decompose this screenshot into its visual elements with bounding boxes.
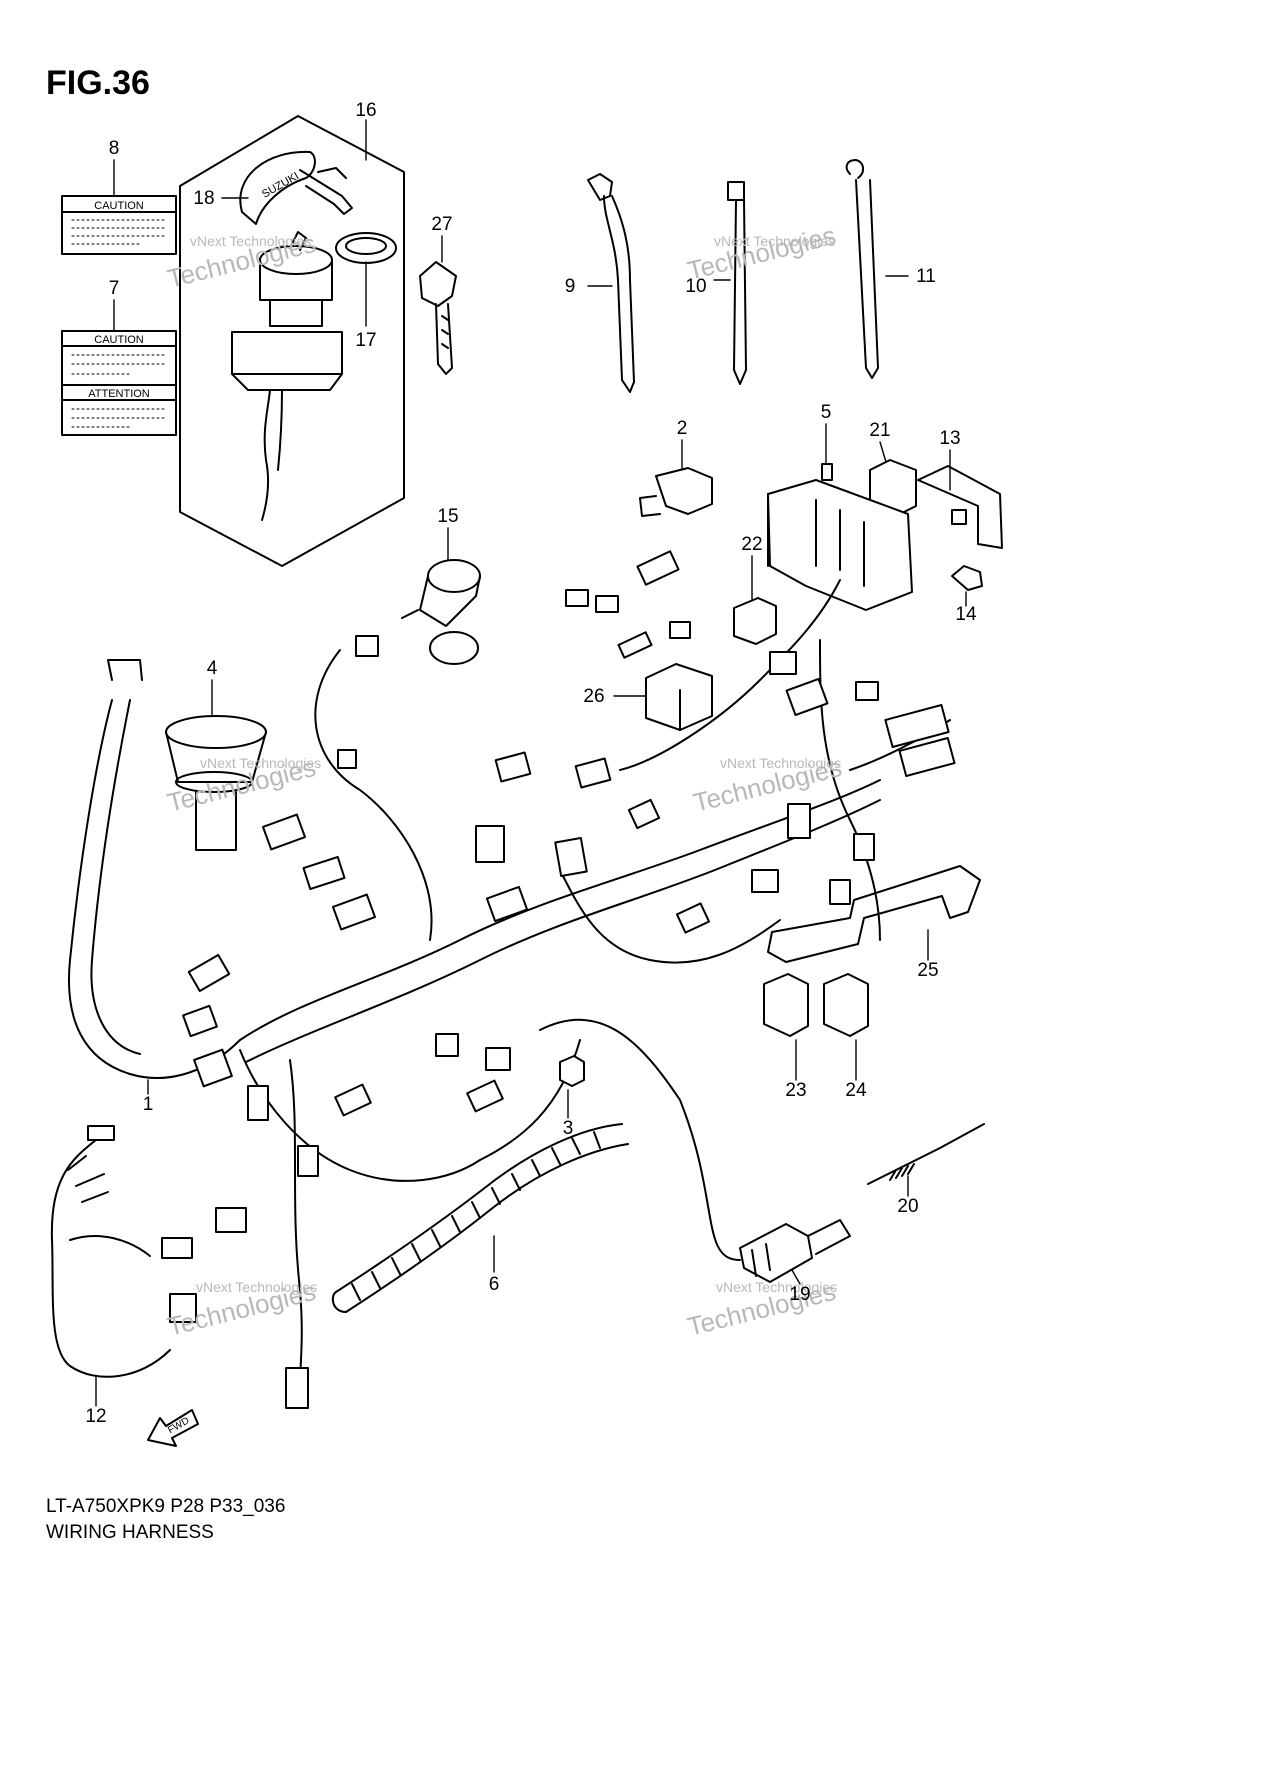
figure-title: FIG.36 (46, 64, 150, 102)
part-24-coupler (823, 973, 869, 1037)
callout-8: 8 (109, 138, 120, 159)
callout-23: 23 (785, 1080, 806, 1101)
part-9-cable-tie (587, 173, 635, 393)
callout-25: 25 (917, 960, 938, 981)
fwd-arrow-icon (147, 1409, 199, 1447)
part-19-sensor (739, 1219, 851, 1283)
figure-code: LT-A750XPK9 P28 P33_036 (46, 1496, 286, 1517)
callout-19: 19 (789, 1284, 810, 1305)
part-8-caution-label (61, 195, 177, 255)
callout-16: 16 (355, 100, 376, 121)
label-7-attention: ATTENTION (88, 388, 150, 400)
label-7-caution: CAUTION (94, 334, 144, 346)
part-26-relay (645, 663, 713, 731)
callout-5: 5 (821, 402, 832, 423)
part-10-cable-tie (727, 181, 747, 385)
part-5-fuse (821, 463, 833, 481)
part-6-corrugated-tube (331, 1123, 629, 1313)
part-4-rubber-boot (165, 715, 267, 851)
part-14-clip (951, 565, 983, 591)
callout-24: 24 (845, 1080, 867, 1101)
part-23-coupler (763, 973, 809, 1037)
callout-4: 4 (207, 658, 218, 679)
callout-26: 26 (583, 686, 604, 707)
callout-2: 2 (677, 418, 688, 439)
part-27-key (419, 261, 457, 375)
watermark-5: vNext Technologies (196, 1279, 317, 1295)
callout-3: 3 (563, 1118, 574, 1139)
part-16-ignition-switch-set (179, 115, 405, 567)
watermark-6: vNext Technologies (716, 1279, 837, 1295)
watermark-4: vNext Technologies (720, 755, 841, 771)
callout-18: 18 (193, 188, 214, 209)
callout-21: 21 (869, 420, 890, 441)
callout-20: 20 (897, 1196, 918, 1217)
watermark-2b: Technologies (684, 220, 839, 286)
callout-6: 6 (489, 1274, 500, 1295)
part-25-bracket (767, 865, 981, 963)
callout-22: 22 (741, 534, 762, 555)
callout-27: 27 (431, 214, 452, 235)
part-13-bracket (917, 465, 1003, 549)
callout-7: 7 (109, 278, 120, 299)
callout-1: 1 (143, 1094, 154, 1115)
watermark-3: vNext Technologies (200, 755, 321, 771)
callout-15: 15 (437, 506, 458, 527)
part-3-cap (559, 1055, 585, 1087)
callout-17: 17 (355, 330, 376, 351)
fuse-box (767, 479, 913, 611)
callout-9: 9 (565, 276, 576, 297)
part-12-sub-harness (50, 1139, 171, 1378)
part-22-coupler (733, 597, 777, 645)
part-2-cap (639, 467, 713, 517)
label-8-caution: CAUTION (94, 200, 144, 212)
part-15-power-socket (401, 559, 481, 665)
callout-11: 11 (916, 266, 936, 287)
part-20-spring (867, 1123, 985, 1185)
harness-connectors (87, 550, 956, 1409)
callout-13: 13 (939, 428, 960, 449)
callout-10: 10 (685, 276, 706, 297)
callout-14: 14 (955, 604, 977, 625)
watermark-2: vNext Technologies (714, 233, 835, 249)
figure-name: WIRING HARNESS (46, 1522, 214, 1543)
callout-12: 12 (85, 1406, 106, 1427)
leader-lines (95, 119, 967, 1407)
part-7-warning-label (61, 330, 177, 436)
watermark-1: vNext Technologies (190, 233, 311, 249)
part-11-cable-tie (845, 159, 879, 379)
